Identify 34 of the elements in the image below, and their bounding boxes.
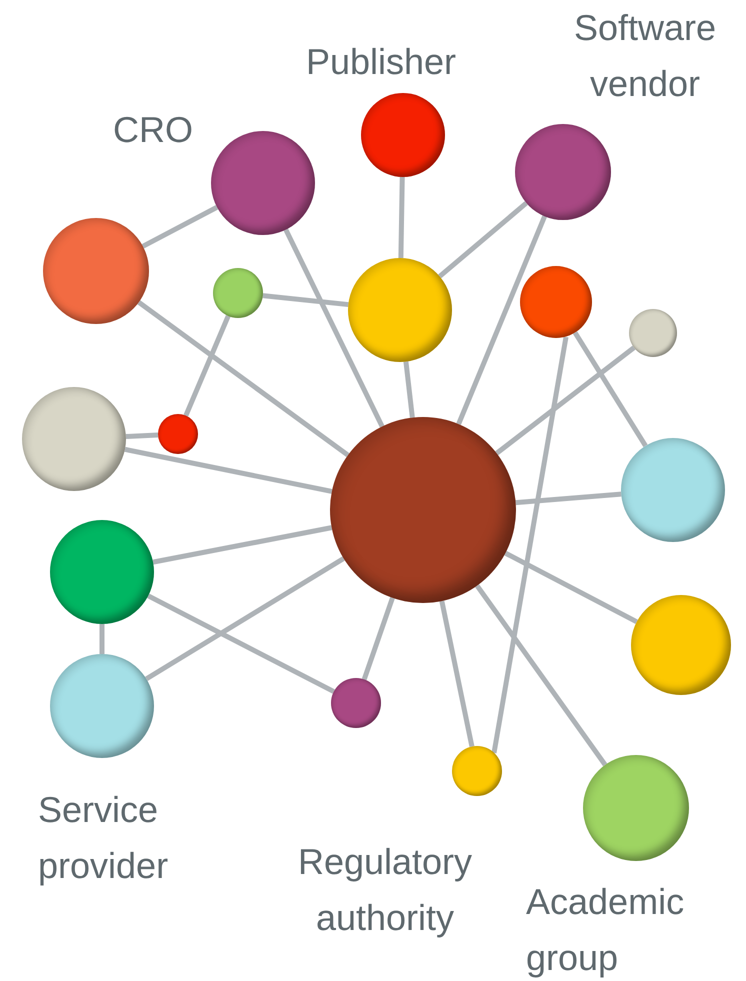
node-circle [629,309,677,357]
connector-line [403,361,415,418]
node-label: Academic group [526,880,686,980]
node-label: Publisher [304,40,458,84]
node-circle [158,414,198,454]
connector-line [475,584,608,766]
connector-line [362,597,395,680]
connector-line [495,346,636,456]
connector-line [152,525,332,565]
connector-line [572,331,648,448]
node-label: Service provider [38,788,170,888]
connector-line [438,201,528,278]
node-circle [520,266,592,338]
connector-line [262,293,349,308]
connector-line [184,315,231,417]
node-label: CRO [112,108,194,152]
connector-line [145,556,345,682]
connector-line [126,432,158,439]
connector-line [492,336,568,754]
connector-line [284,228,384,428]
connector-line [124,446,332,494]
connector-line [147,594,335,694]
connector-line [398,176,405,258]
connector-line [100,624,104,654]
connector-line [439,600,474,748]
node-label: Software vendor [572,6,718,106]
connector-line [137,300,350,458]
connector-line [456,215,547,426]
node-circle [331,678,381,728]
node-label: Regulatory authority [296,840,474,940]
connector-line [142,205,218,248]
connector-line [504,550,638,624]
connector-line [516,492,622,506]
node-circle [213,268,263,318]
